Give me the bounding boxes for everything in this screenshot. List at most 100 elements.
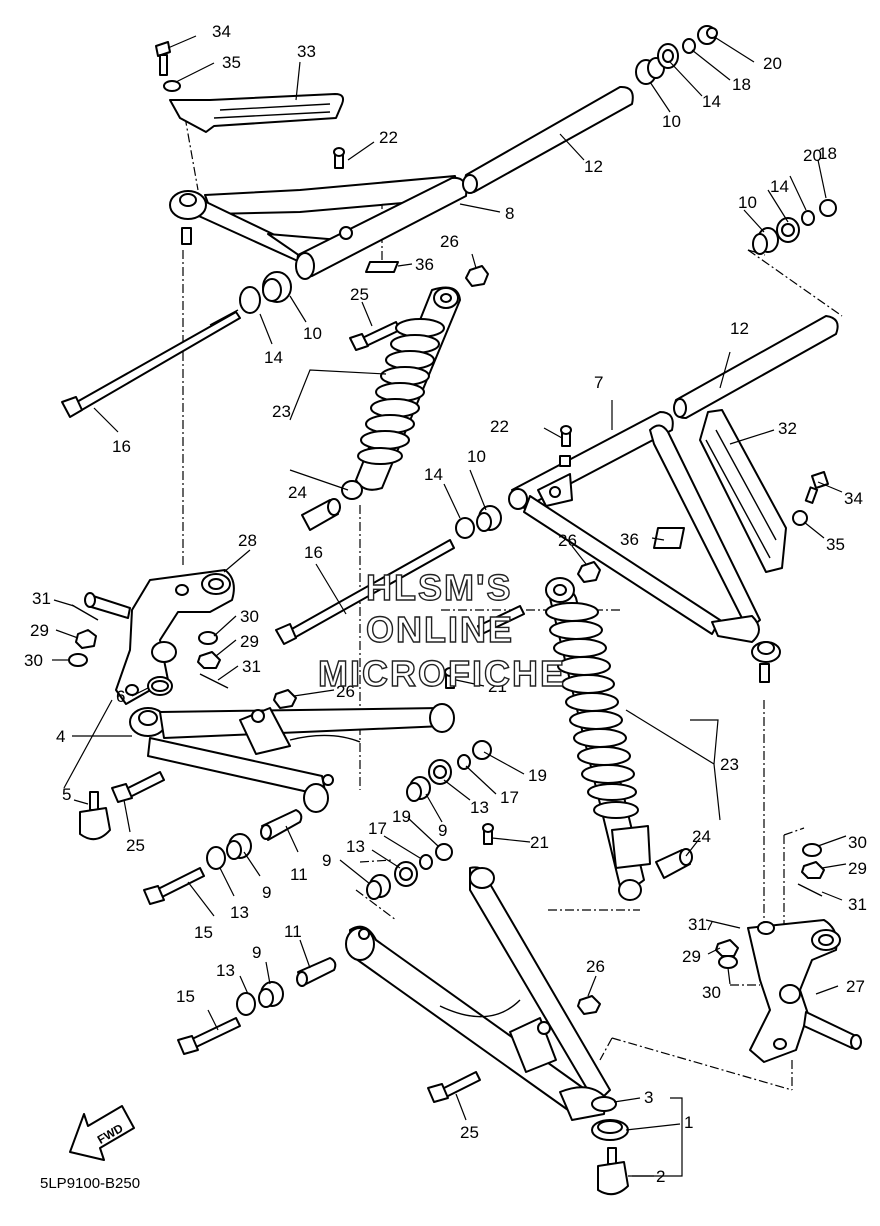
- callout: 30: [24, 651, 43, 670]
- callout: 36: [620, 530, 639, 549]
- callout: 22: [379, 128, 398, 147]
- callout: 13: [230, 903, 249, 922]
- callout: 9: [438, 821, 447, 840]
- diagram-code: 5LP9100-B250: [40, 1175, 140, 1192]
- callout: 15: [176, 987, 195, 1006]
- bolt-34-right: [792, 471, 829, 526]
- callout: 9: [262, 883, 271, 902]
- callout: 14: [770, 177, 789, 196]
- callout: 5: [62, 785, 71, 804]
- callout: 31: [32, 589, 51, 608]
- callout: 25: [460, 1123, 479, 1142]
- pivot-shaft-right: [673, 315, 839, 419]
- callout: 34: [844, 489, 863, 508]
- collar-24-upper: [301, 498, 341, 531]
- bushing-set-middle: [455, 505, 502, 539]
- callout: 30: [240, 607, 259, 626]
- callout: 1: [684, 1113, 693, 1132]
- upper-arm-right: [508, 411, 781, 683]
- pivot-shaft-upper: [462, 85, 634, 194]
- upper-arm-left: [169, 175, 468, 280]
- bolt-25-left: [111, 771, 165, 803]
- collar-24-lower: [655, 848, 693, 879]
- callout: 19: [528, 766, 547, 785]
- callout: 25: [126, 836, 145, 855]
- pivot-bolt-16-left: [61, 309, 241, 418]
- callout: 25: [350, 285, 369, 304]
- callout: 18: [818, 144, 837, 163]
- ball-joint-5: [79, 791, 111, 841]
- callout: 23: [720, 755, 739, 774]
- callout: 26: [440, 232, 459, 251]
- bushing-set-right: [752, 199, 837, 255]
- shock-absorber-23-upper: [341, 286, 461, 500]
- bolt-15-upper: [143, 867, 205, 905]
- callout: 17: [368, 819, 387, 838]
- callout: 18: [732, 75, 751, 94]
- watermark: HLSM'S ONLINE MICROFICHE: [317, 566, 566, 694]
- nut-26-left: [273, 689, 297, 709]
- callout: 31: [242, 657, 261, 676]
- callout: 36: [415, 255, 434, 274]
- callout: 27: [846, 977, 865, 996]
- callout: 13: [470, 798, 489, 817]
- nut-26-upper: [465, 265, 489, 287]
- watermark-line-1: HLSM'S: [366, 567, 513, 608]
- guard-32: [699, 409, 787, 573]
- label-36-upper: [365, 261, 399, 273]
- callout: 10: [303, 324, 322, 343]
- bushing-set-lower-right: [366, 740, 492, 900]
- nut-26-middle: [577, 561, 601, 583]
- grease-nipple-22-upper: [333, 147, 345, 169]
- callout: 26: [336, 682, 355, 701]
- callout: 31: [848, 895, 867, 914]
- bushing-set-lower-left: [206, 809, 337, 1016]
- bolt-15-lower: [177, 1017, 241, 1055]
- watermark-line-2: ONLINE: [366, 609, 514, 650]
- grease-nipple-22-right: [559, 425, 572, 467]
- ball-joint-cover-1: [591, 1119, 629, 1141]
- callout: 26: [558, 531, 577, 550]
- callout: 17: [500, 788, 519, 807]
- callout: 20: [763, 54, 782, 73]
- nut-26-lower: [577, 995, 601, 1015]
- shock-absorber-23-lower: [545, 577, 651, 901]
- callout: 29: [30, 621, 49, 640]
- circlip-6-left: [147, 676, 173, 696]
- arm-4-left: [129, 703, 455, 813]
- callout: 29: [682, 947, 701, 966]
- callout: 29: [848, 859, 867, 878]
- watermark-line-3: MICROFICHE: [318, 653, 566, 694]
- grease-nipple-21-upper: [444, 667, 456, 689]
- callout: 6: [116, 687, 125, 706]
- pivot-bolt-16-middle: [275, 539, 455, 645]
- callout: 20: [803, 146, 822, 165]
- lower-arm-main: [345, 866, 611, 1121]
- callout: 24: [692, 827, 711, 846]
- callout: 13: [216, 961, 235, 980]
- bolt-25-upper: [349, 321, 401, 351]
- callout: 12: [730, 319, 749, 338]
- guard-33: [169, 93, 345, 133]
- callout: 14: [264, 348, 283, 367]
- label-36-right: [653, 527, 685, 549]
- callout: 30: [702, 983, 721, 1002]
- knuckle-28-left: [84, 569, 235, 705]
- callout: 13: [346, 837, 365, 856]
- callout: 24: [288, 483, 307, 502]
- callout: 9: [252, 943, 261, 962]
- ball-joint-2: [597, 1147, 629, 1196]
- circlip-3: [591, 1096, 617, 1112]
- callout: 15: [194, 923, 213, 942]
- callout: 33: [297, 42, 316, 61]
- fastener-set-left: [68, 604, 229, 689]
- callout: 30: [848, 833, 867, 852]
- callout: 11: [290, 865, 308, 884]
- callout: 22: [490, 417, 509, 436]
- callout: 16: [112, 437, 131, 456]
- fwd-arrow-icon: FWD: [69, 1105, 135, 1161]
- bolt-34-upper: [155, 41, 181, 92]
- callout: 3: [644, 1088, 653, 1107]
